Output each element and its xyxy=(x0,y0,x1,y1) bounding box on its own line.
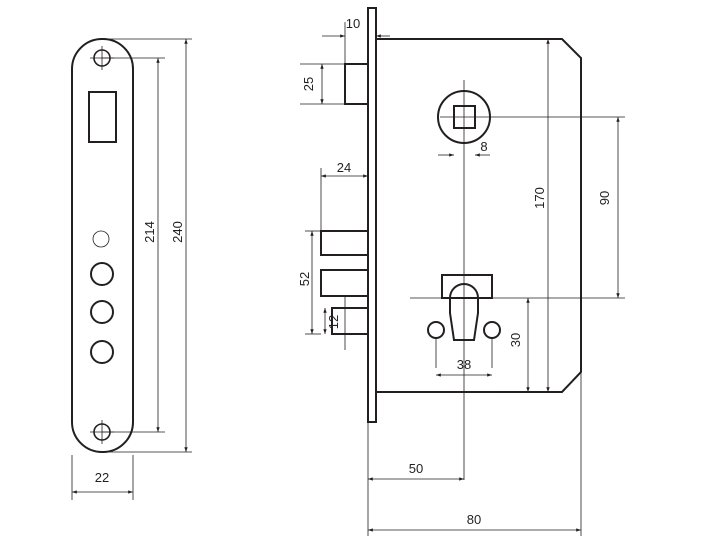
faceplate-pin-hole xyxy=(92,230,110,248)
dimension-cylinder-width: 38 xyxy=(436,357,492,377)
lock-case xyxy=(376,38,582,393)
dimension-body-height: 170 xyxy=(532,39,550,392)
dimension-backset: 50 xyxy=(368,461,464,481)
dimension-label-22: 22 xyxy=(95,470,109,485)
dimension-latch-small: 12 xyxy=(323,308,341,334)
faceplate-outline xyxy=(71,38,134,453)
dimension-bolt-height: 25 xyxy=(301,64,324,104)
dimension-spindle: 8 xyxy=(438,139,490,157)
dimension-case-depth: 80 xyxy=(368,512,581,532)
dimension-label-10: 10 xyxy=(346,16,360,31)
dimension-label-170: 170 xyxy=(532,187,547,209)
dimension-label-25: 25 xyxy=(301,77,316,91)
dimension-faceplate-width: 22 xyxy=(72,470,133,494)
dimension-label-240: 240 xyxy=(170,221,185,243)
lock-body-view: 25 10 24 52 12 xyxy=(297,7,625,536)
dimension-label-24: 24 xyxy=(337,160,351,175)
dimension-label-38: 38 xyxy=(457,357,471,372)
dimension-latch-depth: 24 xyxy=(321,160,368,178)
faceplate-bolt-slot xyxy=(88,91,117,143)
faceplate-latch-hole-1 xyxy=(90,262,114,286)
dimension-label-30: 30 xyxy=(508,333,523,347)
dimension-faceplate-hole-distance: 214 xyxy=(142,58,160,432)
latch-bolt-upper xyxy=(320,230,369,256)
dimension-label-52: 52 xyxy=(297,272,312,286)
dimension-cylinder-height: 30 xyxy=(508,298,530,392)
dimension-label-90: 90 xyxy=(597,191,612,205)
front-plate xyxy=(367,7,377,423)
latch-small xyxy=(331,307,369,335)
faceplate-latch-hole-3 xyxy=(90,340,114,364)
latch-bolt-lower xyxy=(320,269,369,297)
dimension-label-80: 80 xyxy=(467,512,481,527)
dimension-label-50: 50 xyxy=(409,461,423,476)
dimension-label-8: 8 xyxy=(480,139,487,154)
dimension-label-214: 214 xyxy=(142,221,157,243)
faceplate-latch-hole-2 xyxy=(90,300,114,324)
dead-bolt xyxy=(344,63,369,105)
dimension-faceplate-length: 240 xyxy=(170,39,188,452)
dimension-latch-span: 52 xyxy=(297,231,314,334)
dimension-center-distance: 90 xyxy=(597,117,620,298)
dimension-bolt-offset: 10 xyxy=(322,16,390,38)
dimension-label-12: 12 xyxy=(326,315,341,329)
faceplate-view: 214 240 22 xyxy=(71,38,192,500)
